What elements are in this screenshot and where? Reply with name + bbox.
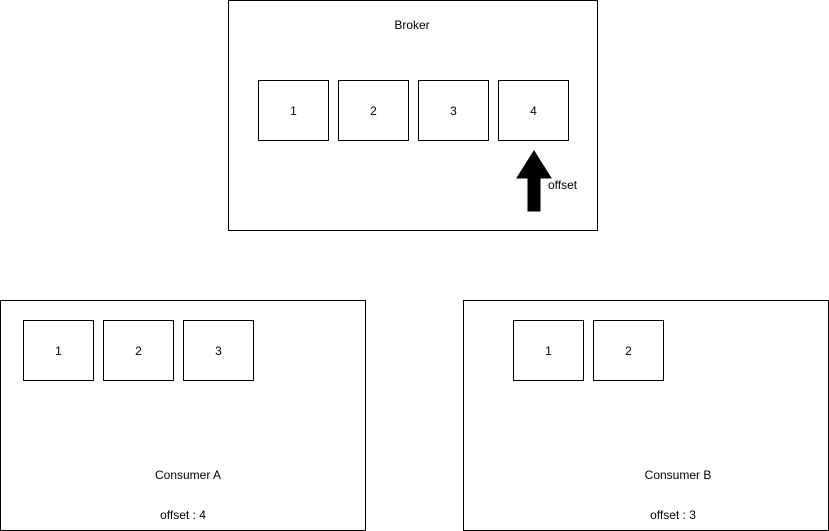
consumer-b-title: Consumer B	[644, 468, 712, 482]
consumer-b-message-2: 2	[593, 320, 664, 381]
consumer-a-message-1: 1	[23, 320, 94, 381]
broker-message-1: 1	[258, 80, 329, 141]
broker-message-4: 4	[498, 80, 569, 141]
consumer-b-offset: offset : 3	[650, 508, 696, 522]
arrow-up-icon	[516, 150, 552, 212]
broker-message-2: 2	[338, 80, 409, 141]
consumer-b-message-1: 1	[513, 320, 584, 381]
broker-offset-label: offset	[548, 178, 578, 192]
consumer-a-message-2: 2	[103, 320, 174, 381]
consumer-a-message-3: 3	[183, 320, 254, 381]
consumer-a-offset: offset : 4	[160, 508, 206, 522]
broker-message-3: 3	[418, 80, 489, 141]
consumer-a-title: Consumer A	[154, 468, 222, 482]
broker-title: Broker	[394, 18, 430, 32]
